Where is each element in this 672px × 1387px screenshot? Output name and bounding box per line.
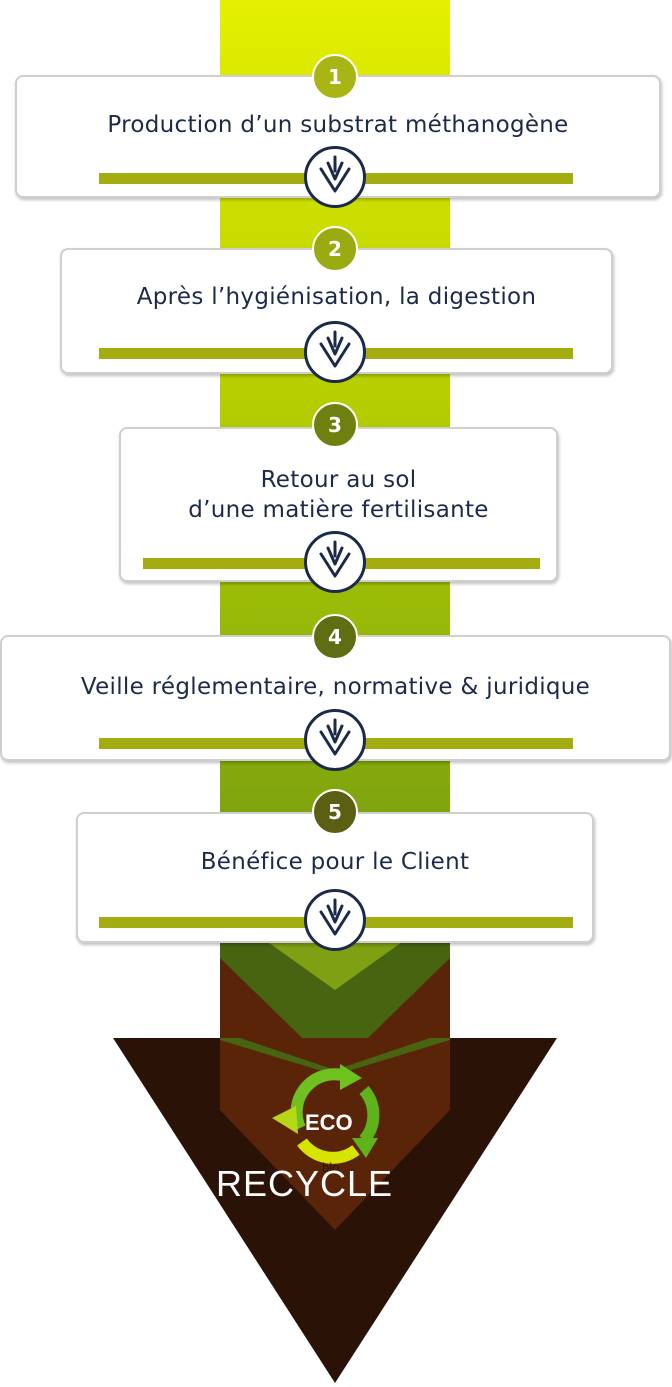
chevron-down-circle-icon [304,146,366,208]
step-2-badge: 2 [312,226,358,272]
chevron-down-circle-icon [304,889,366,951]
chevron-down-circle-icon [304,709,366,771]
step-5-title: Bénéfice pour le Client [200,849,470,875]
logo-recycle: RECYCLE [216,1163,394,1204]
chevron-down-circle-icon [304,321,366,383]
step-1-badge: 1 [312,54,358,100]
step-1-title: Production d’un substrat méthanogène [107,112,569,138]
recycle-arrows-icon [272,1064,380,1164]
logo-bio: bio [322,1160,340,1175]
step-3-badge: 3 [312,402,358,448]
chevron-down-circle-icon [304,531,366,593]
step-4-title: Veille réglementaire, normative & juridi… [80,674,591,700]
step-3-title: Retour au sol d’une matière fertilisante [188,467,489,523]
step-5-badge: 5 [312,789,358,835]
logo-eco: ECO [305,1110,353,1135]
step-4-badge: 4 [312,614,358,660]
green-chevron [220,940,450,1070]
light-chevron [265,940,405,990]
brown-inner [220,1038,450,1230]
step-2-title: Après l’hygiénisation, la digestion [136,284,537,310]
green-inner [220,1038,450,1075]
